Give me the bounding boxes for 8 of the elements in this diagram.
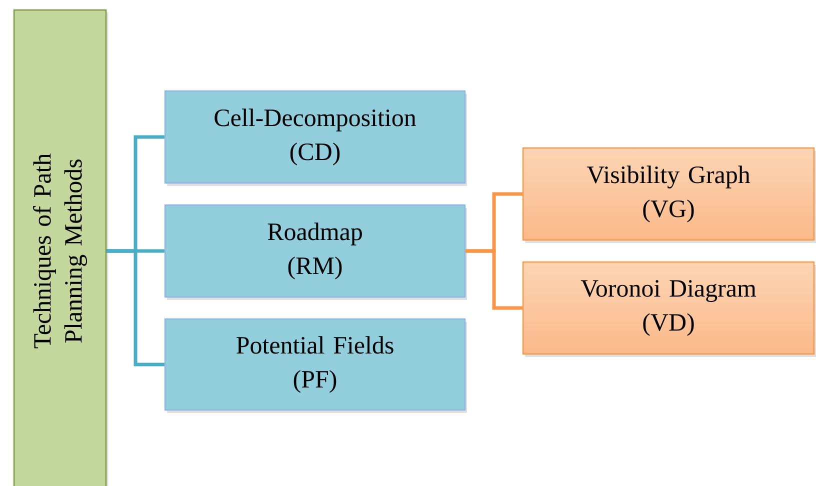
- method-box: Cell-Decomposition (CD): [164, 90, 467, 186]
- method-box: Voronoi Diagram (VD): [522, 261, 816, 357]
- method-box: Visibility Graph (VG): [522, 147, 816, 243]
- category-box: Techniques of Path Planning Methods: [13, 9, 108, 486]
- method-box: Roadmap (RM): [164, 204, 467, 300]
- connector: [106, 249, 164, 366]
- method-box: Potential Fields (PF): [164, 318, 467, 413]
- connector: [466, 249, 522, 310]
